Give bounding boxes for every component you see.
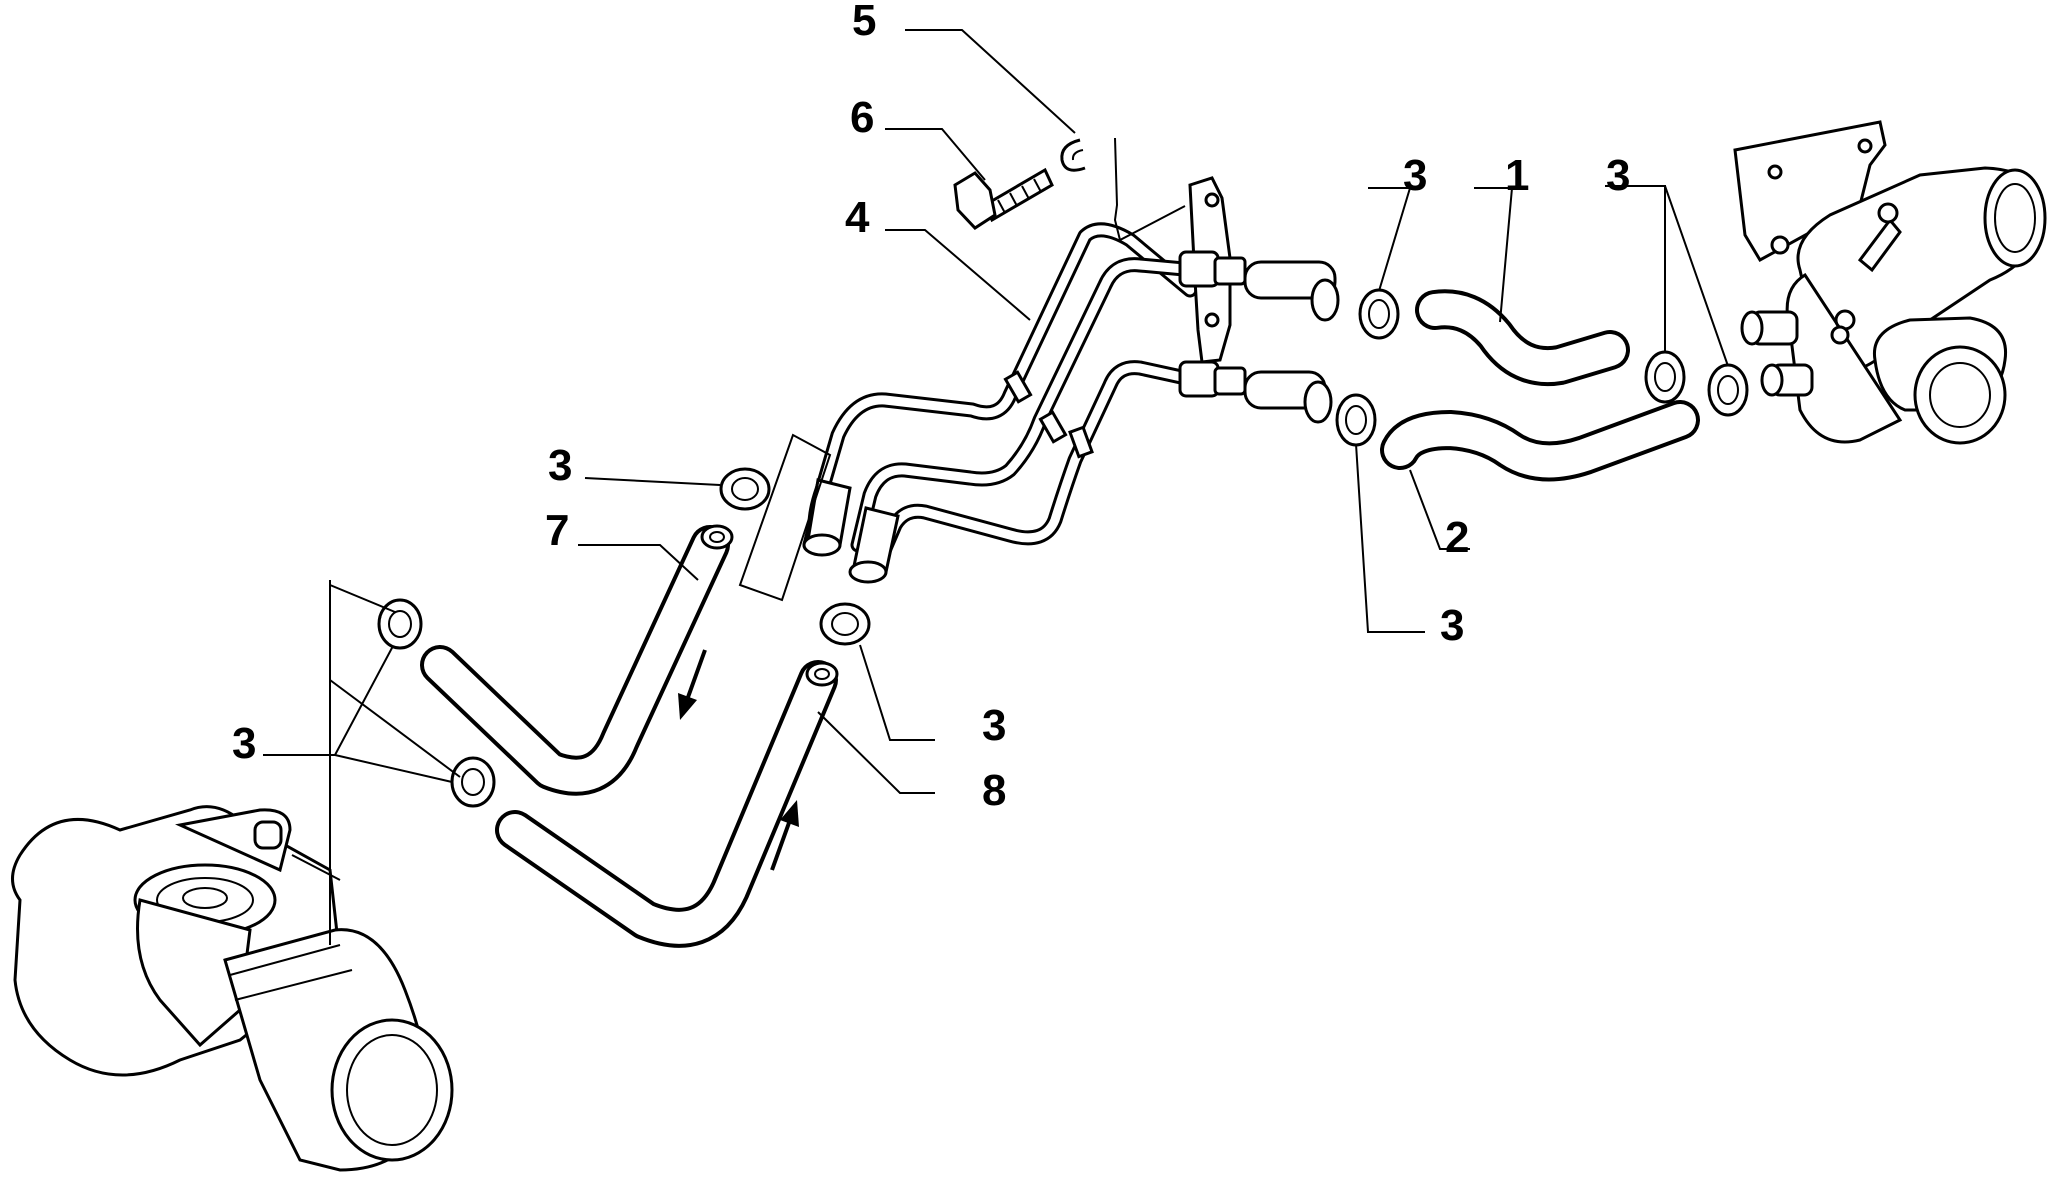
thermostat-housing — [1733, 120, 2047, 445]
callout-1: 1 — [1505, 151, 1529, 200]
heater-core — [11, 805, 454, 1172]
hose-7 — [420, 524, 734, 796]
clamp-icon — [1358, 288, 1400, 340]
callout-3: 3 — [982, 701, 1006, 750]
leader-lines — [263, 29, 1729, 794]
clamp-icon — [819, 602, 871, 646]
washer-5 — [1060, 138, 1086, 172]
hose-1 — [1415, 289, 1630, 387]
callout-2: 2 — [1445, 513, 1469, 562]
hose-2 — [1380, 400, 1700, 482]
callout-3: 3 — [548, 441, 572, 490]
callout-6: 6 — [850, 93, 874, 142]
clamp-icon — [1644, 350, 1686, 404]
hose-8 — [495, 660, 839, 948]
phantom-lines — [291, 137, 1186, 945]
clamp-icon — [1335, 393, 1377, 447]
callout-4: 4 — [845, 193, 870, 242]
callout-8: 8 — [982, 766, 1006, 815]
clamp-icon — [719, 467, 771, 511]
arrow-icon — [770, 800, 799, 871]
clamp-icon — [377, 598, 423, 650]
clamp-icon — [1707, 363, 1749, 417]
clamp-icon — [450, 756, 496, 808]
callout-3: 3 — [232, 719, 256, 768]
bolt-6 — [953, 167, 1054, 230]
callout-3: 3 — [1440, 601, 1464, 650]
callout-3: 3 — [1403, 151, 1427, 200]
callout-7: 7 — [545, 506, 569, 555]
arrow-icon — [678, 649, 707, 720]
callout-3: 3 — [1606, 151, 1630, 200]
pipe-assembly-4 — [802, 176, 1340, 584]
callout-labels: 5 6 4 3 1 3 2 3 3 7 3 8 3 — [232, 0, 1630, 815]
callout-5: 5 — [852, 0, 876, 45]
